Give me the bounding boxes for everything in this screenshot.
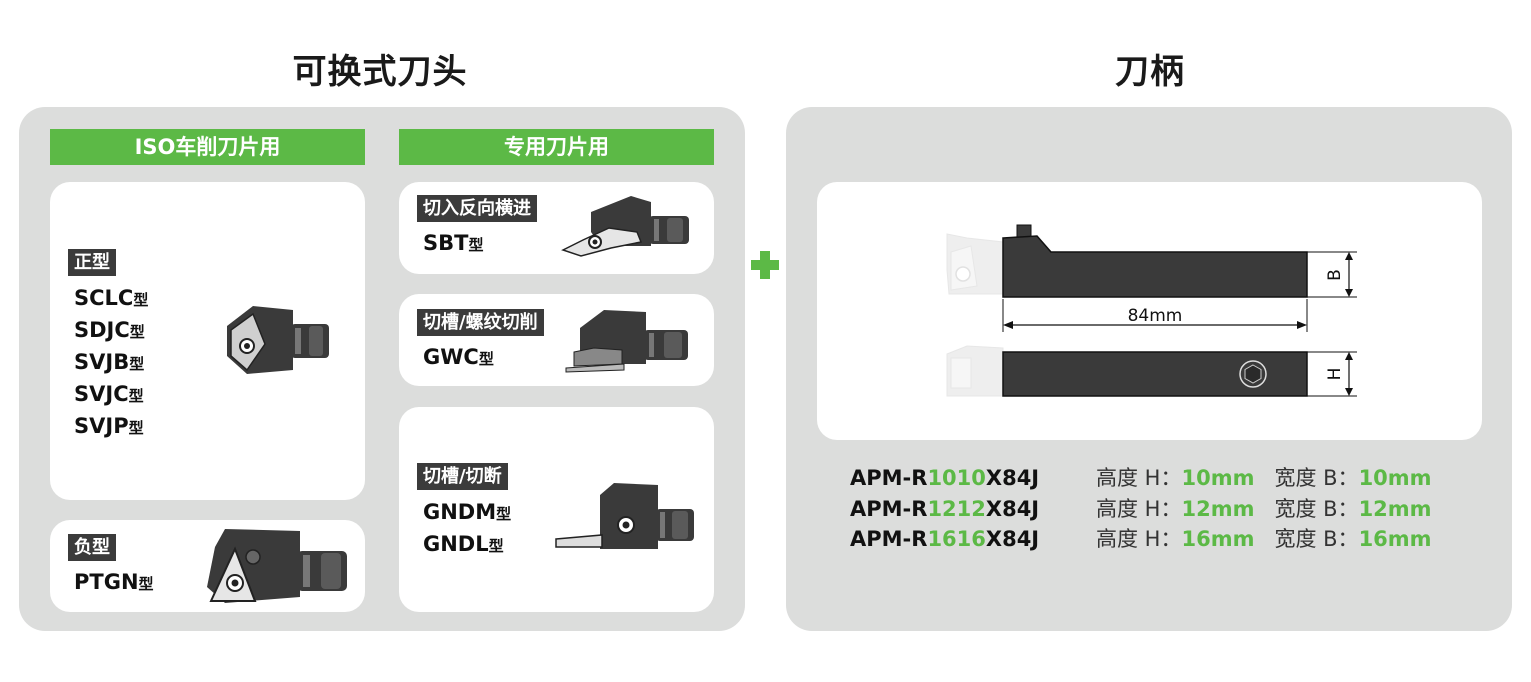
model-item: SVJP型 (74, 414, 144, 438)
width-label: 宽度 B： (1274, 527, 1359, 551)
right-section-title: 刀柄 (1115, 52, 1185, 92)
width-value: 12mm (1358, 496, 1432, 521)
positive-type-tag: 正型 (68, 249, 116, 276)
spec-row: APM-R1212X84J 高度 H： 12mm 宽度 B： 12mm (850, 494, 1432, 525)
width-label: 宽度 B： (1274, 466, 1359, 490)
model-item: SVJC型 (74, 382, 144, 406)
groove-thread-head-illustration (565, 310, 688, 373)
ghost-head-top (946, 233, 1004, 295)
model-code: APM-R1616X84J (850, 527, 1040, 551)
shank-spec-table: APM-R1010X84J 高度 H： 10mm 宽度 B： 10mm APM-… (850, 463, 1432, 555)
height-value: 10mm (1181, 466, 1255, 490)
model-code: APM-R1010X84J (850, 466, 1040, 490)
groove-cutoff-tag: 切槽/切断 (417, 463, 508, 490)
negative-model-list: PTGN型 (74, 567, 154, 599)
positive-model-list: SCLC型 SDJC型 SVJB型 SVJC型 SVJP型 (74, 283, 148, 443)
groove-cutoff-model-list: GNDM型 GNDL型 (423, 497, 511, 561)
positive-type-card: 正型 SCLC型 SDJC型 SVJB型 SVJC型 SVJP型 (50, 182, 365, 500)
groove-cutoff-card: 切槽/切断 GNDM型 GNDL型 (399, 407, 714, 612)
model-item: SVJB型 (74, 350, 145, 374)
spec-row: APM-R1010X84J 高度 H： 10mm 宽度 B： 10mm (850, 463, 1432, 494)
negative-type-card: 负型 PTGN型 (50, 520, 365, 612)
plus-icon (751, 251, 779, 279)
groove-thread-card: 切槽/螺纹切削 GWC型 (399, 294, 714, 386)
spec-row: APM-R1616X84J 高度 H： 16mm 宽度 B： 16mm (850, 524, 1432, 555)
height-value: 12mm (1181, 496, 1255, 521)
special-insert-header: 专用刀片用 (399, 129, 714, 165)
negative-type-tag: 负型 (68, 534, 116, 561)
model-item: PTGN型 (74, 570, 154, 594)
reverse-feed-model-list: SBT型 (423, 228, 483, 260)
dimension-b-label: B (1325, 269, 1345, 281)
dimension-length-label: 84mm (1128, 306, 1183, 326)
width-value: 16mm (1358, 527, 1432, 551)
reverse-feed-head-illustration (561, 196, 689, 257)
groove-thread-model-list: GWC型 (423, 342, 494, 374)
width-value: 10mm (1358, 466, 1432, 490)
shank-drawing-card: B 84mm H (817, 182, 1482, 440)
reverse-feed-tag: 切入反向横进 (417, 195, 537, 222)
model-item: SDJC型 (74, 318, 145, 342)
groove-thread-tag: 切槽/螺纹切削 (417, 309, 544, 336)
height-label: 高度 H： (1096, 527, 1182, 551)
iso-insert-header: ISO车削刀片用 (50, 129, 365, 165)
model-item: GWC型 (423, 345, 494, 369)
groove-cutoff-head-illustration (555, 483, 694, 549)
negative-head-illustration (207, 529, 347, 603)
model-code: APM-R1212X84J (850, 496, 1040, 521)
model-item: SBT型 (423, 231, 484, 255)
model-item: GNDL型 (423, 532, 504, 556)
shank-dimension-drawing: B 84mm H (946, 224, 1357, 397)
width-label: 宽度 B： (1274, 496, 1359, 521)
model-item: SCLC型 (74, 286, 149, 310)
dimension-h-label: H (1325, 368, 1345, 381)
height-label: 高度 H： (1096, 466, 1182, 490)
ghost-head-side (946, 345, 1004, 397)
height-label: 高度 H： (1096, 496, 1182, 521)
height-value: 16mm (1181, 527, 1255, 551)
left-section-title: 可换式刀头 (292, 52, 468, 92)
model-item: GNDM型 (423, 500, 512, 524)
reverse-feed-card: 切入反向横进 SBT型 (399, 182, 714, 274)
positive-head-illustration (227, 306, 329, 374)
